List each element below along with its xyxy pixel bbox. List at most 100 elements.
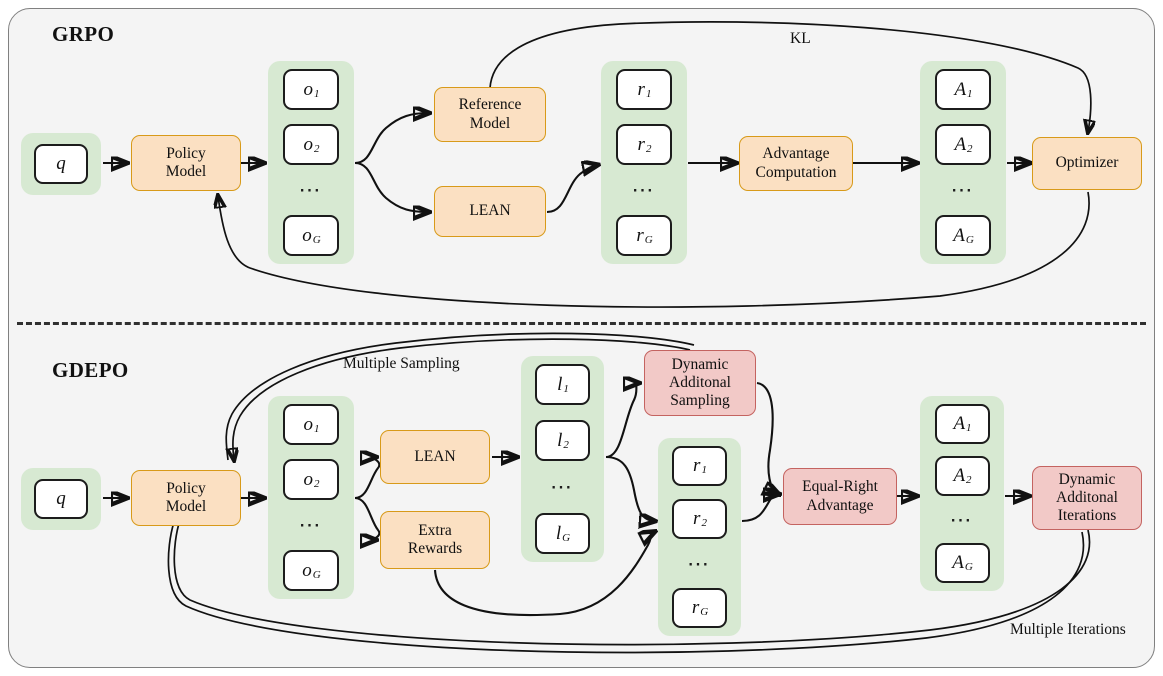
- token-sub: G: [644, 233, 653, 246]
- token-sub: G: [964, 560, 973, 573]
- input-group-grpo: q: [21, 133, 101, 195]
- extra-rewards-box[interactable]: Extra Rewards: [380, 511, 490, 569]
- token-sub: 2: [563, 438, 569, 451]
- token-base: A: [954, 133, 967, 155]
- token-base: r: [637, 78, 645, 100]
- token-sub: G: [312, 568, 321, 581]
- token-base: A: [952, 551, 964, 573]
- extra-rewards-label-2: Rewards: [407, 540, 463, 557]
- token-sub: 2: [314, 477, 320, 490]
- lean-label-grpo: LEAN: [469, 202, 511, 220]
- token-base: l: [557, 429, 563, 451]
- token-sub: 2: [966, 474, 972, 487]
- policy-model-label-1: Policy: [166, 479, 206, 497]
- rewards-ellipsis-gdepo: ⋯: [687, 550, 712, 576]
- section-title-gdepo: GDEPO: [52, 358, 129, 382]
- token-sub: 1: [563, 382, 569, 395]
- lean-output-ellipsis: ⋯: [550, 474, 575, 499]
- lean-box-gdepo[interactable]: LEAN: [380, 430, 490, 484]
- token-label: q: [56, 488, 66, 509]
- extra-rewards-label-1: Extra: [418, 521, 452, 539]
- dyn-iterations-label-1: Dynamic: [1058, 470, 1116, 488]
- optimizer-box[interactable]: Optimizer: [1032, 137, 1142, 190]
- token-base: A: [953, 413, 966, 434]
- reference-model-box[interactable]: Reference Model: [434, 87, 546, 142]
- policy-model-label-2: Model: [165, 163, 207, 180]
- token-base: o: [303, 413, 314, 435]
- token-base: A: [953, 465, 966, 487]
- advantage-label-2: Computation: [755, 163, 837, 181]
- dynamic-additional-sampling-box[interactable]: Dynamic Additonal Sampling: [644, 350, 756, 416]
- lean-box-grpo[interactable]: LEAN: [434, 186, 546, 237]
- dyn-iterations-label-2: Additonal: [1056, 488, 1118, 506]
- token-sub: G: [965, 233, 974, 246]
- token-sub: 2: [701, 517, 707, 530]
- token-sub: 2: [314, 142, 320, 155]
- token-q-grpo: q: [34, 144, 88, 184]
- token-base: o: [302, 559, 312, 581]
- token-base: r: [693, 455, 701, 476]
- policy-model-gdepo[interactable]: Policy Model: [131, 470, 241, 526]
- token-base: l: [555, 522, 562, 544]
- token-sub: 2: [645, 142, 652, 155]
- token-base: A: [954, 78, 967, 100]
- dyn-sampling-label-1: Dynamic: [671, 355, 729, 373]
- policy-model-label-2: Model: [165, 498, 207, 515]
- token-base: r: [693, 508, 701, 530]
- outputs-ellipsis-grpo: ⋯: [298, 177, 324, 202]
- dyn-sampling-label-3: Sampling: [670, 392, 730, 410]
- token-sub: 1: [967, 87, 973, 100]
- token-base: o: [303, 468, 314, 490]
- policy-model-grpo[interactable]: Policy Model: [131, 135, 241, 191]
- section-divider: [17, 322, 1146, 325]
- token-base: l: [557, 373, 563, 395]
- token-sub: 1: [314, 87, 320, 100]
- optimizer-label: Optimizer: [1055, 154, 1119, 172]
- token-label: q: [56, 153, 66, 174]
- policy-model-label-1: Policy: [166, 144, 206, 162]
- token-base: o: [302, 224, 312, 246]
- edge-label-multiple-iterations: Multiple Iterations: [1010, 621, 1126, 638]
- token-sub: 1: [701, 464, 707, 476]
- token-sub: 1: [645, 87, 652, 100]
- token-base: o: [303, 78, 314, 100]
- equal-right-label-1: Equal-Right: [802, 478, 878, 496]
- dynamic-additional-iterations-box[interactable]: Dynamic Additonal Iterations: [1032, 466, 1142, 530]
- equal-right-advantage-box[interactable]: Equal-Right Advantage: [783, 468, 897, 525]
- edge-label-multiple-sampling: Multiple Sampling: [343, 355, 460, 372]
- edge-label-kl: KL: [790, 30, 811, 47]
- token-base: o: [303, 133, 314, 155]
- token-base: A: [953, 224, 965, 246]
- reference-model-label-2: Model: [469, 114, 511, 132]
- advantages-ellipsis-gdepo: ⋯: [949, 506, 975, 532]
- advantage-computation-box[interactable]: Advantage Computation: [739, 136, 853, 191]
- token-sub: G: [562, 531, 571, 544]
- reference-model-label-1: Reference: [458, 96, 522, 114]
- token-sub: 1: [966, 422, 972, 434]
- token-base: r: [636, 224, 644, 246]
